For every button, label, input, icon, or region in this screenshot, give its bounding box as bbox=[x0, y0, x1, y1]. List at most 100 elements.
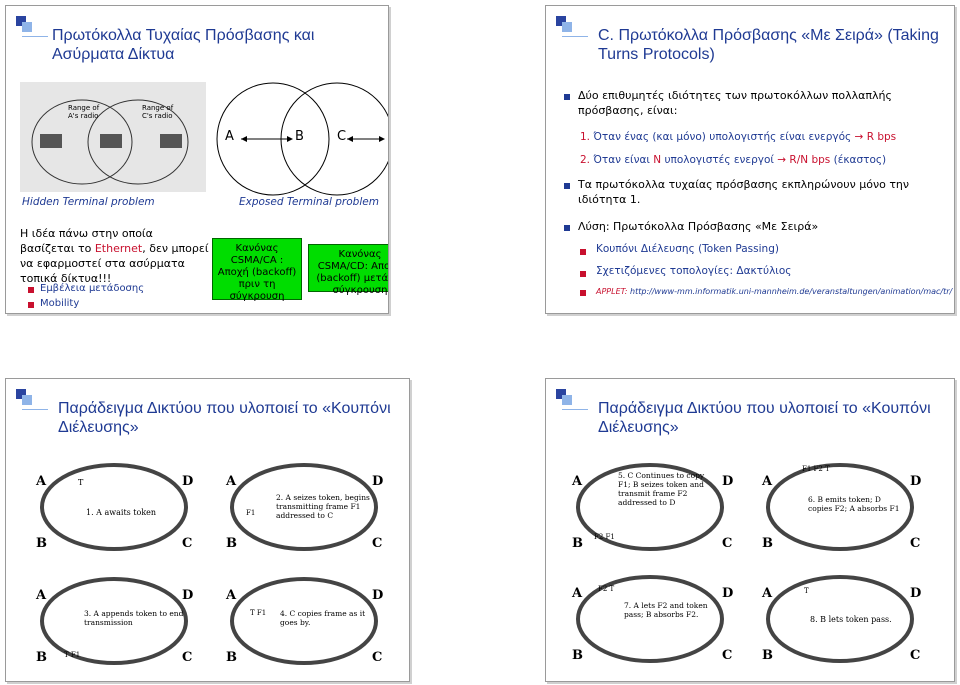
step-label: 5. C Continues to copy F1; B seizes toke… bbox=[618, 471, 705, 507]
body-text-2: , δεν μπορεί να εφαρμοστεί στα ασύρματα … bbox=[20, 242, 209, 285]
step-label: 8. B lets token pass. bbox=[810, 615, 892, 624]
solution-text: Λύση: Πρωτόκολλα Πρόσβασης «Με Σειρά» bbox=[578, 220, 819, 233]
ring-node-b: B bbox=[572, 648, 583, 663]
property-2-text2: υπολογιστές ενεργοί bbox=[664, 154, 774, 166]
frame-label: F1 F2 T bbox=[802, 465, 830, 473]
slide-2-title: C. Πρωτόκολλα Πρόσβασης «Με Σειρά» (Taki… bbox=[598, 27, 939, 63]
ring-node-c: C bbox=[910, 648, 920, 663]
ring-node-d: D bbox=[722, 586, 733, 601]
bullet-icon bbox=[580, 249, 586, 255]
ring-node-c: C bbox=[372, 536, 382, 551]
slide-2: C. Πρωτόκολλα Πρόσβασης «Με Σειρά» (Taki… bbox=[545, 5, 955, 314]
step-label: 3. A appends token to end transmission bbox=[84, 609, 184, 627]
slide-1-title: Πρωτόκολλα Τυχαίας Πρόσβασης και Ασύρματ… bbox=[52, 27, 315, 63]
hidden-terminal-diagram bbox=[31, 99, 189, 185]
ring-node-a: A bbox=[571, 474, 583, 489]
ring-node-d: D bbox=[722, 474, 733, 489]
applet-link[interactable]: http://www-mm.informatik.uni-mannheim.de… bbox=[630, 287, 953, 296]
ring-node-b: B bbox=[226, 650, 237, 665]
laptop-a-icon bbox=[40, 134, 62, 148]
slide-decoration bbox=[16, 16, 48, 38]
bullet-icon bbox=[28, 302, 34, 308]
ring-node-a: A bbox=[761, 474, 773, 489]
step-label: 1. A awaits token bbox=[86, 508, 156, 517]
property-2-number: 2. bbox=[580, 154, 591, 166]
ring-node-c: C bbox=[910, 536, 920, 551]
slide-4: Παράδειγμα Δικτύου που υλοποιεί το «Κουπ… bbox=[545, 378, 955, 682]
exposed-terminal-caption: Exposed Terminal problem bbox=[239, 196, 379, 208]
step-label: 2. A seizes token, begins transmitting f… bbox=[276, 493, 370, 520]
applet-label: APPLET: bbox=[596, 287, 628, 296]
bullet-icon bbox=[28, 287, 34, 293]
exposed-node-c: C bbox=[337, 129, 347, 144]
bullet-icon bbox=[564, 225, 570, 231]
ring-node-a: A bbox=[571, 586, 583, 601]
ring-node-d: D bbox=[372, 588, 383, 603]
ring-node-b: B bbox=[36, 650, 47, 665]
topology-text: Σχετιζόμενες τοπολογίες: Δακτύλιος bbox=[596, 265, 792, 277]
property-1-number: 1. bbox=[580, 131, 591, 143]
token-label: T bbox=[78, 478, 84, 487]
ring-node-c: C bbox=[372, 650, 382, 665]
csma-cd-box: Κανόνας CSMA/CD: Αποχή (backoff) μετά τη… bbox=[308, 244, 388, 296]
property-2-tail: (έκαστος) bbox=[833, 154, 887, 166]
property-1: 1. Όταν ένας (και μόνο) υπολογιστής είνα… bbox=[580, 130, 950, 145]
ring-node-d: D bbox=[910, 474, 921, 489]
ring-node-d: D bbox=[372, 474, 383, 489]
ring-node-a: A bbox=[225, 588, 237, 603]
ring-node-b: B bbox=[572, 536, 583, 551]
ring-node-a: A bbox=[35, 474, 47, 489]
ring-node-b: B bbox=[226, 536, 237, 551]
frame-label: T F1 bbox=[250, 609, 266, 617]
bullet-icon bbox=[580, 271, 586, 277]
slide-3-title: Παράδειγμα Δικτύου που υλοποιεί το «Κουπ… bbox=[58, 400, 391, 436]
ring-panel-8: A D B C 8. B lets token pass. T bbox=[761, 575, 921, 663]
slide-3: Παράδειγμα Δικτύου που υλοποιεί το «Κουπ… bbox=[5, 378, 410, 682]
ring-node-d: D bbox=[182, 588, 193, 603]
applet-line[interactable]: APPLET: http://www-mm.informatik.uni-man… bbox=[596, 284, 954, 299]
property-1-text: Όταν ένας (και μόνο) υπολογιστής είναι ε… bbox=[593, 131, 852, 143]
slide-decoration bbox=[16, 389, 48, 411]
ring-node-a: A bbox=[35, 588, 47, 603]
hidden-terminal-caption: Hidden Terminal problem bbox=[22, 196, 155, 208]
slide-1-body: Η ιδέα πάνω στην οποία βασίζεται το Ethe… bbox=[20, 226, 210, 286]
ring-panel-7: A D B C 7. A lets F2 and token pass; B a… bbox=[571, 575, 733, 663]
ring-node-c: C bbox=[722, 648, 732, 663]
ring-panel-4: A D B C 4. C copies frame as it goes by.… bbox=[225, 577, 383, 665]
property-1-rate: R bps bbox=[866, 131, 897, 143]
exposed-node-a: A bbox=[225, 129, 234, 144]
token-label: T bbox=[804, 587, 809, 595]
ring-panel-5: A D B C 5. C Continues to copy F1; B sei… bbox=[571, 463, 733, 551]
ethernet-text: Ethernet bbox=[94, 242, 143, 255]
frame-label: T F1 bbox=[64, 651, 80, 659]
property-2-n: N bbox=[653, 154, 662, 166]
ring-node-d: D bbox=[910, 586, 921, 601]
slide-decoration bbox=[556, 389, 588, 411]
intro-text: Δύο επιθυμητές ιδιότητες των πρωτοκόλλων… bbox=[578, 89, 892, 117]
ring-node-c: C bbox=[182, 650, 192, 665]
ring-panel-6: A D B C 6. B emits token; D copies F2; A… bbox=[761, 463, 921, 551]
ring-node-a: A bbox=[225, 474, 237, 489]
ring-node-b: B bbox=[36, 536, 47, 551]
ring-panel-1: A D B C 1. A awaits token T bbox=[35, 463, 193, 551]
slide-decoration bbox=[556, 16, 588, 38]
property-2: 2. Όταν είναι N υπολογιστές ενεργοί → R/… bbox=[580, 153, 950, 168]
arrow-icon: → bbox=[854, 131, 864, 143]
laptop-c-icon bbox=[160, 134, 182, 148]
slide-4-title: Παράδειγμα Δικτύου που υλοποιεί το «Κουπ… bbox=[598, 400, 931, 436]
step-label: 6. B emits token; D copies F2; A absorbs… bbox=[808, 495, 900, 513]
range-a-label: Range of A's radio bbox=[68, 104, 100, 120]
ring-node-c: C bbox=[182, 536, 192, 551]
property-2-text: Όταν είναι bbox=[593, 154, 650, 166]
slide-1: Πρωτόκολλα Τυχαίας Πρόσβασης και Ασύρματ… bbox=[5, 5, 389, 314]
bullet-mobility: Mobility bbox=[40, 298, 80, 309]
hidden-terminal-figure: Range of A's radio Range of C's radio bbox=[20, 82, 206, 192]
laptop-b-icon bbox=[100, 134, 122, 148]
ring-node-d: D bbox=[182, 474, 193, 489]
ring-node-c: C bbox=[722, 536, 732, 551]
ring-node-b: B bbox=[762, 648, 773, 663]
ring-node-a: A bbox=[761, 586, 773, 601]
frame-label: F2 T bbox=[598, 585, 615, 593]
body-text-1: Η ιδέα πάνω στην οποία βασίζεται το bbox=[20, 227, 153, 255]
bullet-icon bbox=[580, 290, 586, 296]
